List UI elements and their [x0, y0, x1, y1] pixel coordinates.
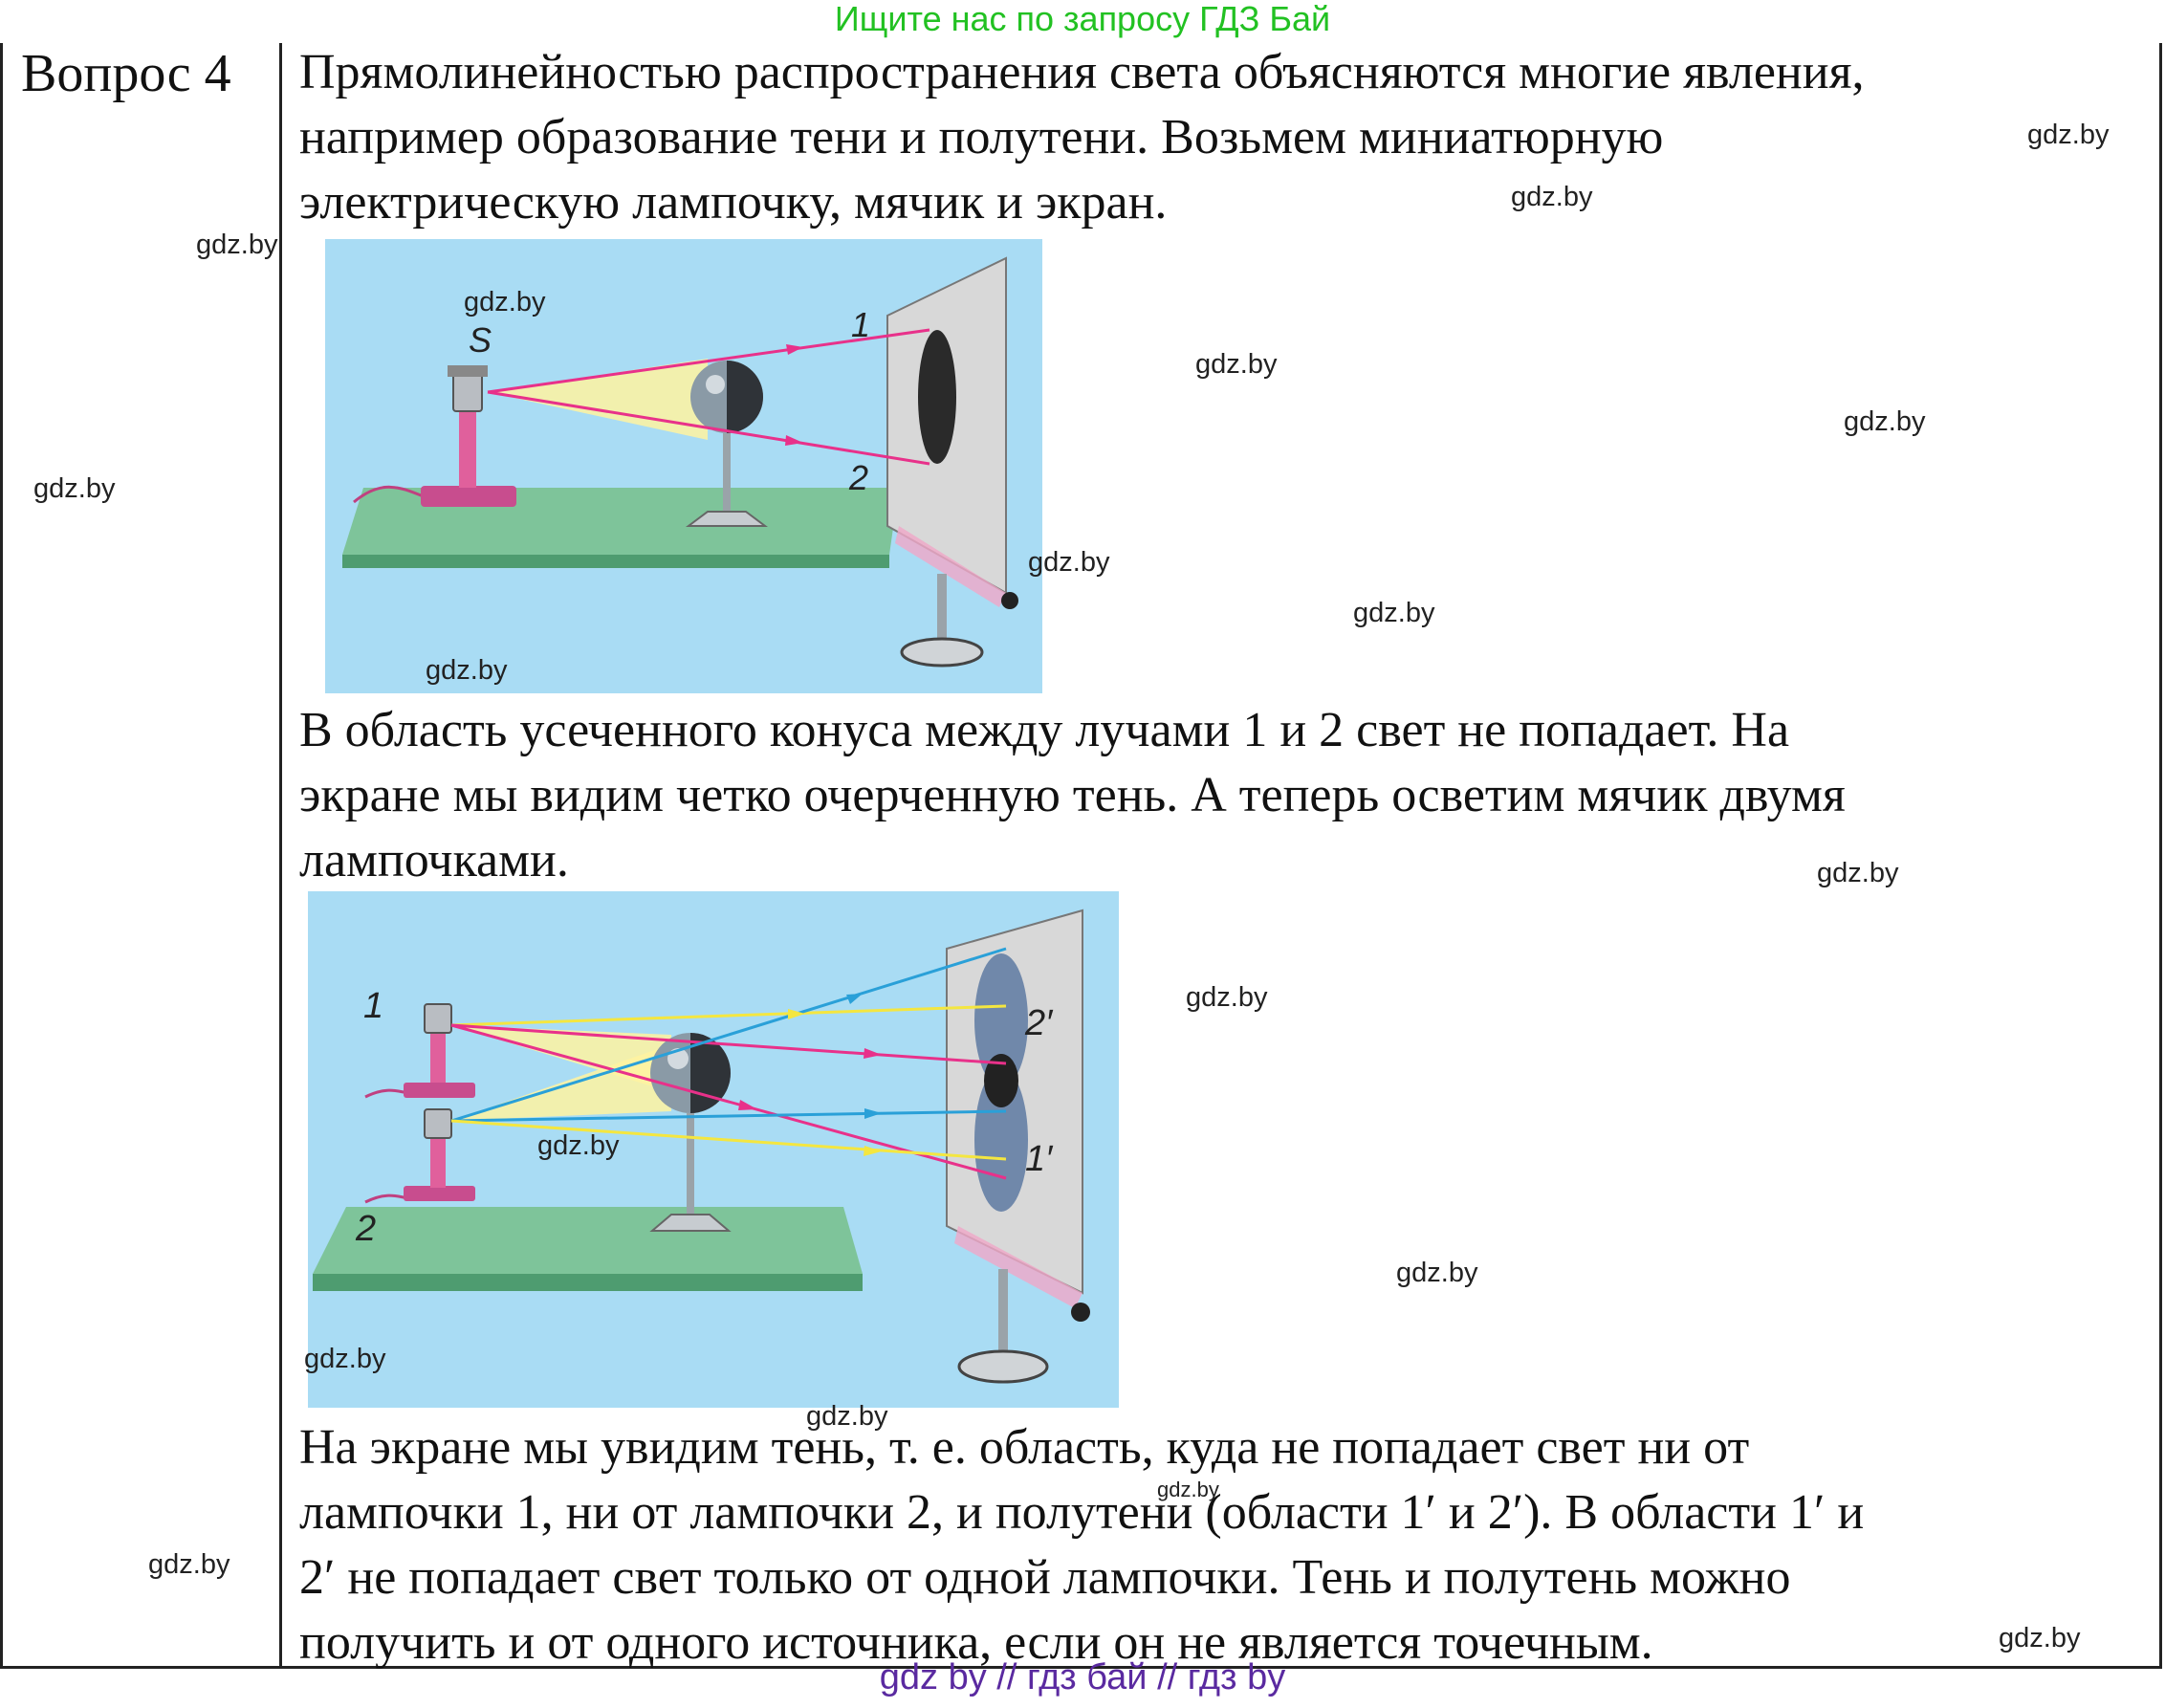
figure-two-sources: 1 2 2′ 1′ [308, 891, 1119, 1408]
watermark: gdz.by [1817, 858, 1899, 888]
figure2-lamp2-ray-blue-a [450, 947, 1007, 1123]
watermark: gdz.by [1186, 982, 1268, 1013]
column-divider [279, 43, 282, 1669]
watermark: gdz.by [1353, 598, 1435, 628]
figure2-penumbra-1-label: 1′ [1025, 1139, 1054, 1179]
watermark: gdz.by [1028, 547, 1110, 578]
figure2-lamp1-stem [430, 1025, 446, 1083]
figure2-lamp1-ray-yellow [450, 1004, 1007, 1027]
watermark: gdz.by [1999, 1623, 2081, 1653]
figure2-lamp1-base [404, 1083, 475, 1098]
figure-single-source: S 1 2 [325, 239, 1042, 693]
figure2-penumbra-2-label: 2′ [1024, 1003, 1054, 1043]
figure1-source-label: S [469, 320, 492, 360]
figure2-penumbra-bottom [974, 1068, 1028, 1212]
watermark: gdz.by [304, 1344, 386, 1374]
figure2-light-cone-2 [451, 1044, 671, 1121]
answer-table [0, 43, 2162, 1669]
watermark: gdz.by [1195, 349, 1278, 380]
figure2-table-edge [313, 1274, 863, 1291]
figure1-ray-1-label: 1 [851, 305, 870, 344]
figure1-ray-1 [487, 328, 930, 394]
watermark: gdz.by [464, 287, 546, 318]
figure2-table [313, 1207, 863, 1274]
figure2-lamp1-ray-pink-a [450, 1023, 1007, 1065]
figure2-lamp2-bulb [424, 1108, 452, 1139]
question-label: Вопрос 4 [21, 44, 231, 103]
figure1-table-edge [342, 555, 889, 568]
figure2-umbra [984, 1054, 1018, 1107]
paragraph-intro: Прямолинейностью распространения света о… [299, 45, 1865, 230]
figure1-lamp-stem [459, 402, 476, 488]
figure1-shadow [918, 330, 956, 464]
figure1-ray-2 [487, 390, 930, 466]
watermark: gdz.by [806, 1401, 888, 1432]
figure2-lamp2-ray-yellow [450, 1119, 1007, 1161]
figure1-ray-2-label: 2 [848, 458, 868, 497]
figure2-lamp2-stem [430, 1130, 446, 1188]
figure2-lamp2-ray-blue-b [450, 1109, 1007, 1123]
watermark: gdz.by [2027, 120, 2110, 150]
paragraph-penumbra: На экране мы увидим тень, т. е. область,… [299, 1420, 1865, 1670]
figure1-cord [353, 485, 426, 504]
watermark: gdz.by [196, 230, 278, 260]
figure1-lamp-bulb [452, 372, 483, 412]
figure2-lamp1-label: 1 [363, 986, 383, 1026]
watermark: gdz.by [1396, 1258, 1478, 1288]
watermark: gdz.by [33, 473, 116, 504]
figure1-lamp-base [421, 486, 516, 507]
figure2-lamp2-label: 2 [355, 1209, 376, 1249]
figure2-lamp2-base [404, 1186, 475, 1201]
footer-links: gdz by // гдз бай // гдз by [879, 1657, 1286, 1697]
paragraph-shadow: В область усеченного конуса между лучами… [299, 703, 1846, 887]
watermark: gdz.by [1511, 182, 1593, 212]
figure2-penumbra-top [974, 953, 1028, 1087]
figure2-lamp1-bulb [424, 1003, 452, 1034]
watermark: gdz.by [148, 1549, 230, 1580]
watermark: gdz.by [537, 1130, 620, 1161]
watermark: gdz.by [1844, 406, 1926, 437]
watermark: gdz.by [426, 655, 508, 686]
watermark: gdz.by [1157, 1478, 1219, 1501]
top-banner: Ищите нас по запросу ГДЗ Бай [834, 0, 1331, 38]
